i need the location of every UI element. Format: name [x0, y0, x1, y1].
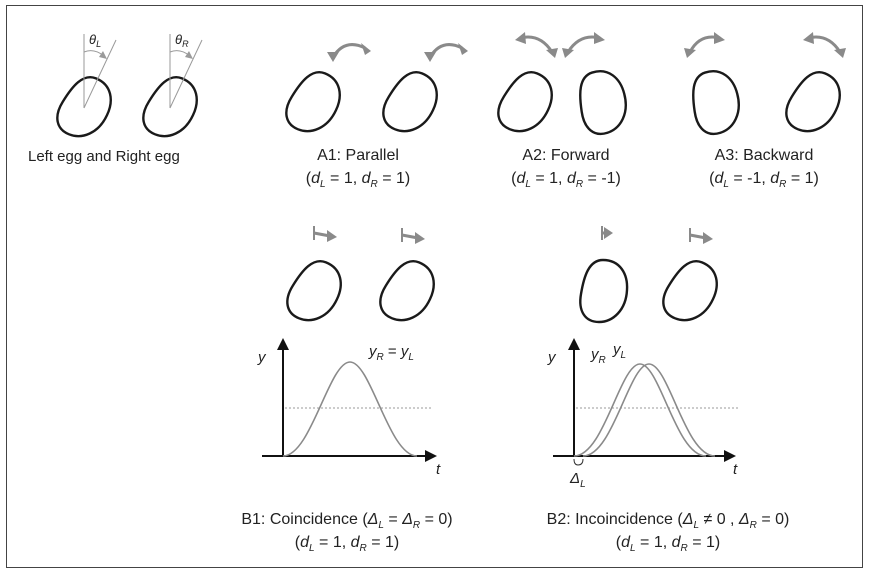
- a2-right-rotation-arrow: [562, 32, 605, 58]
- b2-curve-yr: [573, 363, 707, 457]
- b2-yr-label: yR: [590, 346, 606, 366]
- b1-x-axis: [262, 450, 437, 462]
- b1-left-egg: [280, 252, 350, 331]
- a1-right-egg: [376, 63, 446, 142]
- b1-title: B1: Coincidence (ΔL = ΔR = 0): [241, 511, 452, 531]
- a2-right-egg: [569, 63, 636, 140]
- a2-params: (dL = 1, dR = -1): [511, 170, 621, 190]
- reference-right-egg: [136, 68, 206, 147]
- a3-right-rotation-arrow: [803, 32, 846, 58]
- b2-delta-label: ΔL: [569, 470, 586, 490]
- b2-x-axis: [553, 450, 736, 462]
- b1-y-label: y: [257, 349, 267, 366]
- reference-left-egg: [50, 68, 120, 147]
- a2-left-rotation-arrow: [515, 32, 558, 58]
- b1-x-label: t: [436, 461, 441, 478]
- a1-right-rotation-arrow: [424, 43, 468, 62]
- b2-right-direction-arrow: [689, 228, 713, 244]
- a1-title: A1: Parallel: [317, 147, 399, 164]
- a1-left-egg: [279, 63, 349, 142]
- b1-left-direction-arrow: [313, 226, 337, 242]
- b1-right-direction-arrow: [401, 228, 425, 244]
- b1-curve-label: yR = yL: [368, 343, 414, 363]
- b2-title: B2: Incoincidence (ΔL ≠ 0 , ΔR = 0): [547, 511, 790, 531]
- reference-caption: Left egg and Right egg: [28, 148, 180, 165]
- b1-curve: [282, 361, 418, 457]
- b2-curve-yl: [582, 363, 716, 457]
- theta-right-indicator: [169, 34, 203, 109]
- b2-x-label: t: [733, 461, 738, 478]
- a1-left-rotation-arrow: [327, 43, 371, 62]
- b1-graph: y t yR = yL: [257, 338, 441, 478]
- b2-yl-label: yL: [612, 341, 626, 361]
- a2-left-egg: [491, 63, 561, 142]
- b2-right-egg: [656, 252, 726, 331]
- a3-params: (dL = -1, dR = 1): [709, 170, 819, 190]
- figure-frame: [6, 5, 863, 568]
- a3-left-egg: [682, 63, 749, 140]
- b2-params: (dL = 1, dR = 1): [616, 534, 720, 554]
- theta-left-label: θL: [89, 32, 101, 49]
- theta-right-label: θR: [175, 32, 189, 49]
- b1-right-egg: [373, 252, 443, 331]
- b2-left-egg: [579, 258, 629, 324]
- a3-title: A3: Backward: [715, 147, 814, 164]
- b2-delta-bracket: [573, 458, 584, 466]
- a3-right-egg: [779, 63, 849, 142]
- b2-left-direction-arrow: [601, 226, 613, 240]
- theta-left-indicator: [83, 34, 117, 109]
- a2-title: A2: Forward: [522, 147, 609, 164]
- b1-y-axis: [277, 338, 289, 456]
- a3-left-rotation-arrow: [684, 32, 725, 58]
- b1-params: (dL = 1, dR = 1): [295, 534, 399, 554]
- b2-graph: y t yR yL ΔL: [547, 338, 738, 490]
- b2-y-axis: [568, 338, 580, 456]
- a1-params: (dL = 1, dR = 1): [306, 170, 410, 190]
- b2-y-label: y: [547, 349, 557, 366]
